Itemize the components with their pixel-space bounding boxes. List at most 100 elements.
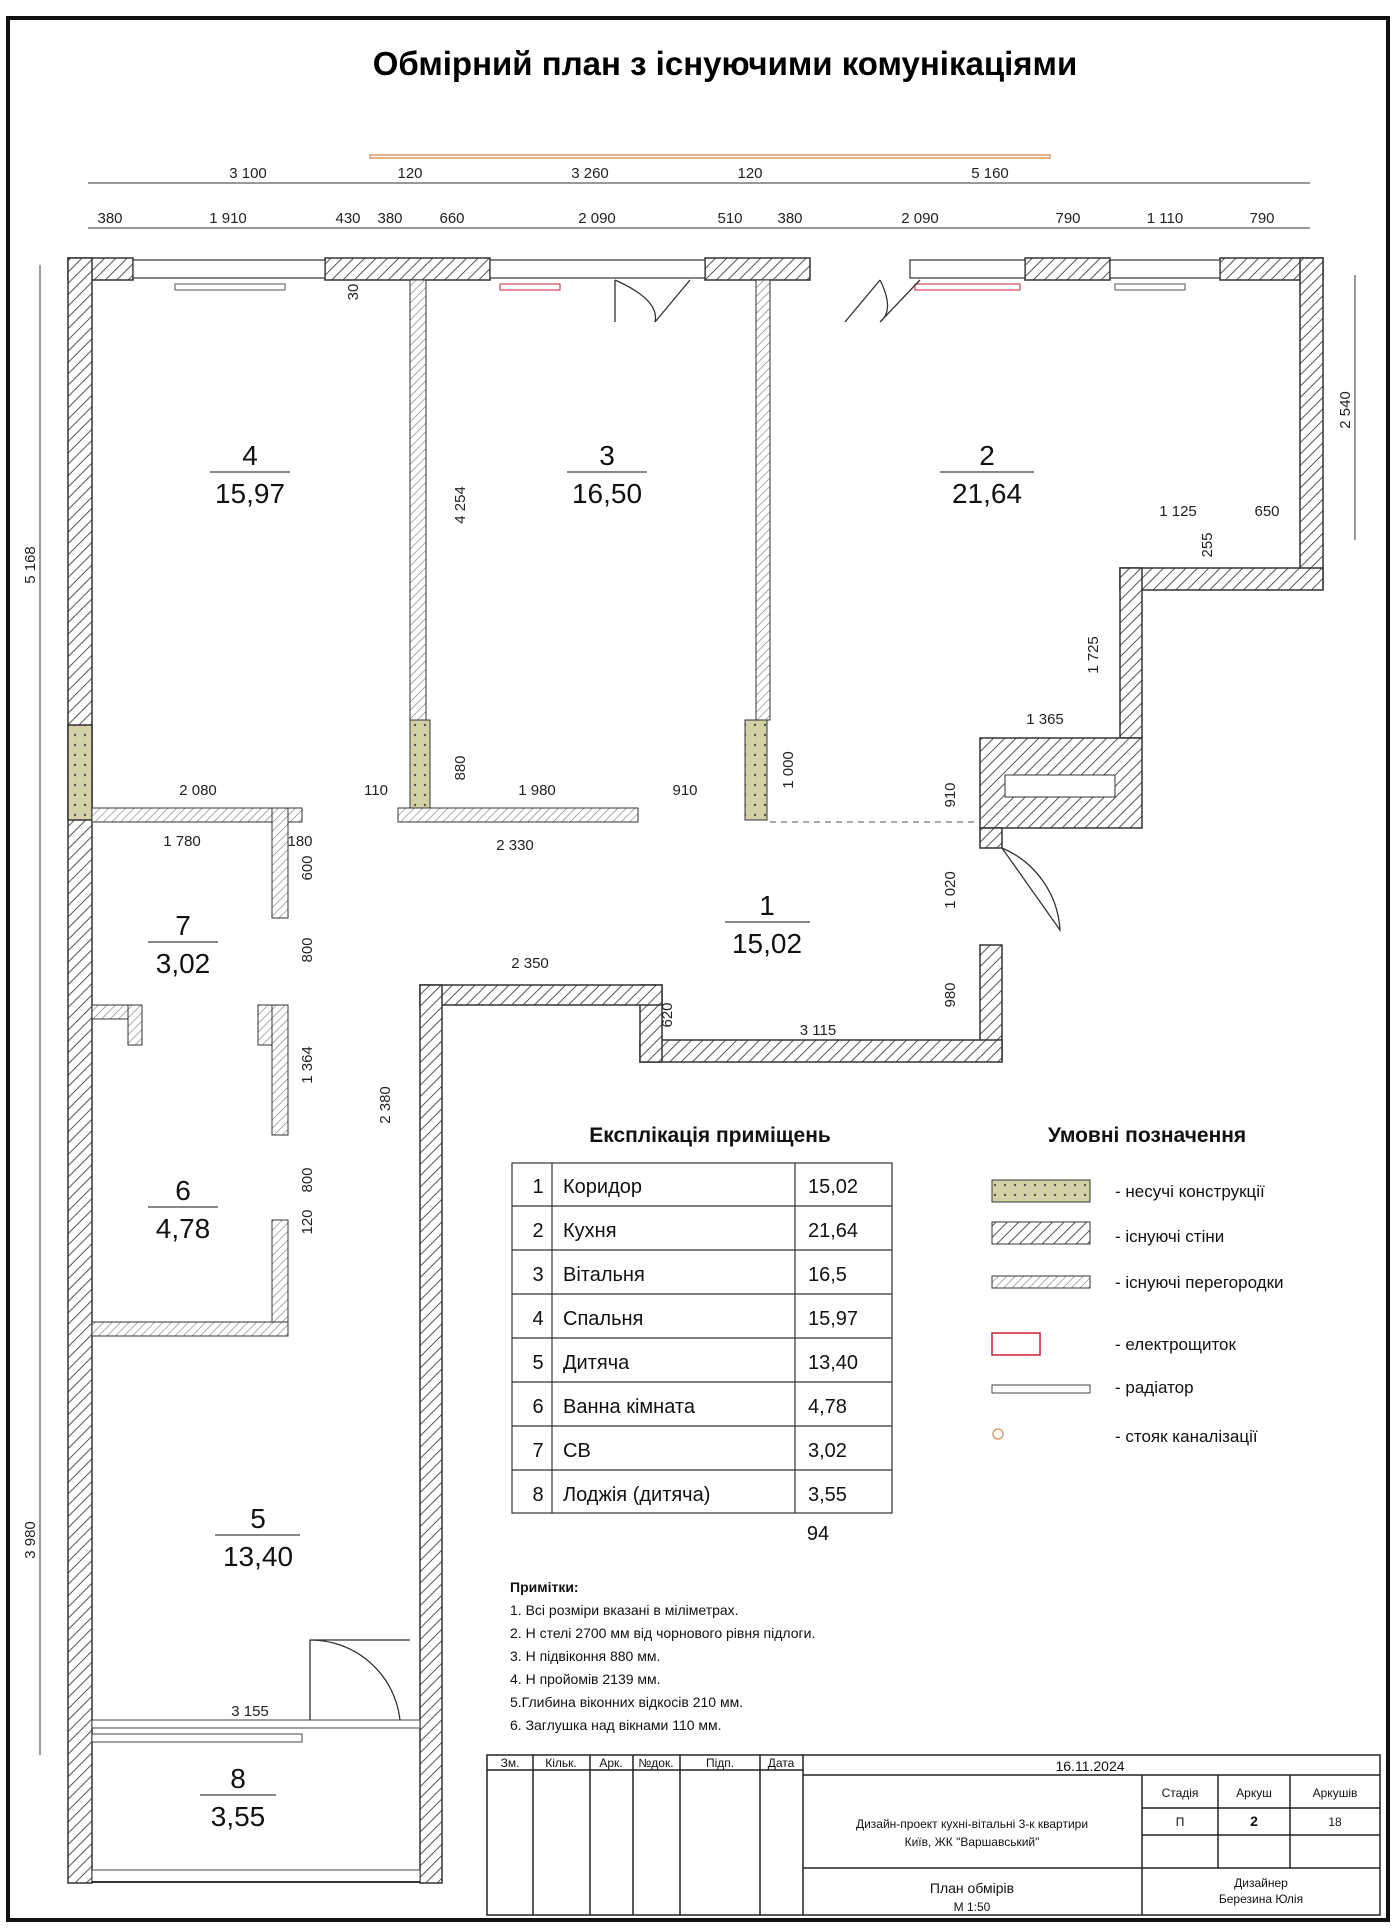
explication-row: 5 Дитяча 13,40 [532, 1352, 858, 1374]
doors [309, 279, 1061, 1721]
stamp-sheets-label: Аркушів [1313, 1786, 1358, 1800]
row-number: 4 [532, 1308, 543, 1330]
room-number: 4 [242, 440, 258, 471]
dim-label: 120 [299, 1209, 316, 1234]
row-name: Ванна кімната [563, 1396, 696, 1418]
dim-label: 1 125 [1159, 503, 1197, 520]
stamp-date: 16.11.2024 [1055, 1758, 1124, 1774]
dim-label: 2 330 [496, 837, 534, 854]
row-name: Лоджія (дитяча) [563, 1484, 710, 1506]
notes-heading: Примітки: [510, 1579, 579, 1595]
dimension-lines [39, 154, 1356, 1755]
dim-label: 1 020 [942, 871, 959, 909]
row-number: 6 [532, 1396, 543, 1418]
row-area: 15,97 [808, 1308, 858, 1330]
explication-heading: Експлікація приміщень [589, 1124, 831, 1147]
room-number: 3 [599, 440, 615, 471]
row-number: 1 [532, 1176, 543, 1198]
room-8-label: 8 3,55 [200, 1763, 276, 1832]
stamp-designer-role: Дизайнер [1234, 1876, 1288, 1890]
dim-label: 4 254 [452, 486, 469, 524]
room-number: 2 [979, 440, 995, 471]
stamp-sheet: 2 [1250, 1813, 1258, 1829]
row-area: 4,78 [808, 1396, 847, 1418]
dim-label: 2 080 [179, 782, 217, 799]
row-name: Коридор [563, 1176, 642, 1198]
room-labels: 4 15,97 3 16,50 2 21,64 1 15,02 7 3,02 6… [148, 440, 1034, 1832]
room-area: 16,50 [572, 478, 642, 509]
legend-label: - електрощиток [1115, 1335, 1237, 1354]
row-name: СВ [563, 1440, 591, 1462]
partitions-swatch-icon [991, 1275, 1091, 1289]
dim-label: 380 [377, 210, 402, 227]
legend-label: - стояк каналізації [1115, 1427, 1258, 1446]
room-number: 8 [230, 1763, 246, 1794]
room-number: 5 [250, 1503, 266, 1534]
legend-label: - несучі конструкції [1115, 1182, 1265, 1201]
legend-heading: Умовні позначення [1048, 1124, 1246, 1147]
row-area: 21,64 [808, 1220, 858, 1242]
dim-label: 620 [659, 1002, 676, 1027]
row-number: 2 [532, 1220, 543, 1242]
room-area: 3,55 [211, 1801, 266, 1832]
room-3-label: 3 16,50 [567, 440, 647, 509]
dim-label: 1 365 [1026, 711, 1064, 728]
dim-label: 910 [942, 782, 959, 807]
explication-row: 6 Ванна кімната 4,78 [532, 1396, 847, 1418]
dim-label: 1 725 [1085, 636, 1102, 674]
dim-right: 2 540 [1337, 391, 1354, 429]
plan-title: Обмірний план з існуючими комунікаціями [373, 45, 1078, 82]
walls [67, 257, 1324, 1884]
explication-row: 7 СВ 3,02 [532, 1440, 847, 1462]
legend-label: - існуючі перегородки [1115, 1273, 1284, 1292]
riser-swatch-icon [992, 1428, 1004, 1440]
dim-label: 980 [942, 982, 959, 1007]
dim-label: 3 155 [231, 1703, 269, 1720]
note-item: 5.Глибина віконних відкосів 210 мм. [510, 1694, 743, 1710]
dim-label: 2 090 [901, 210, 939, 227]
explication-row: 3 Вітальня 16,5 [532, 1264, 847, 1286]
bearing-swatch-icon [991, 1179, 1091, 1203]
explication-row: 8 Лоджія (дитяча) 3,55 [532, 1484, 847, 1506]
room-6-label: 6 4,78 [148, 1175, 218, 1244]
dim-label: 790 [1249, 210, 1274, 227]
dim-label: 120 [737, 165, 762, 182]
stamp-col-header: Дата [768, 1756, 795, 1770]
note-item: 6. Заглушка над вікнами 110 мм. [510, 1717, 722, 1733]
dim-label: 1 910 [209, 210, 247, 227]
stamp-col-header: Арк. [599, 1756, 622, 1770]
dim-label: 380 [777, 210, 802, 227]
legend-label: - радіатор [1115, 1378, 1194, 1397]
dim-label: 1 980 [518, 782, 556, 799]
row-name: Дитяча [563, 1352, 630, 1374]
row-number: 8 [532, 1484, 543, 1506]
note-item: 2. Н стелі 2700 мм від чорнового рівня п… [510, 1625, 815, 1641]
dim-label: 30 [345, 284, 362, 301]
dim-label: 255 [1199, 532, 1216, 557]
walls-swatch-icon [991, 1221, 1091, 1245]
stamp-sheet-label: Аркуш [1236, 1786, 1272, 1800]
stamp-project-location: Київ, ЖК "Варшавський" [905, 1835, 1040, 1849]
room-number: 1 [759, 890, 775, 921]
dim-label: 1 780 [163, 833, 201, 850]
room-area: 3,02 [156, 948, 211, 979]
room-area: 15,02 [732, 928, 802, 959]
dim-label: 430 [335, 210, 360, 227]
dim-label: 3 100 [229, 165, 267, 182]
stamp-col-header: Кільк. [545, 1756, 577, 1770]
stamp-designer-name: Березина Юлія [1219, 1892, 1303, 1906]
dims-inner: 30 4 254 880 2 080 110 1 980 910 1 000 1… [163, 284, 1279, 1720]
legend-label: - існуючі стіни [1115, 1227, 1224, 1246]
row-name: Вітальня [563, 1264, 645, 1286]
explication-row: 1 Коридор 15,02 [532, 1176, 858, 1198]
dims-top-detail: 380 1 910 430 380 660 2 090 510 380 2 09… [97, 210, 1274, 227]
room-4-label: 4 15,97 [210, 440, 290, 509]
room-number: 6 [175, 1175, 191, 1206]
room-1-label: 1 15,02 [725, 890, 810, 959]
dim-label: 790 [1055, 210, 1080, 227]
dim-label: 3 260 [571, 165, 609, 182]
stamp-project: Дизайн-проект кухні-вітальні 3-к квартир… [856, 1817, 1088, 1831]
sheet-frame [6, 16, 1390, 1922]
note-item: 1. Всі розміри вказані в міліметрах. [510, 1602, 739, 1618]
room-7-label: 7 3,02 [148, 910, 218, 979]
